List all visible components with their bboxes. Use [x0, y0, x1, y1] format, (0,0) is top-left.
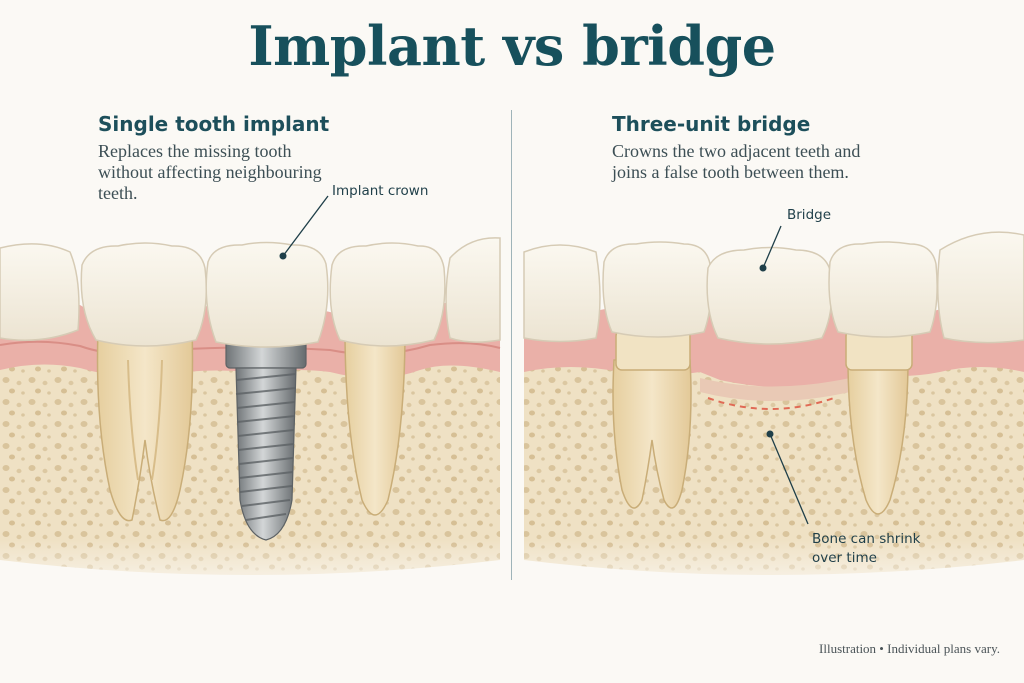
- natural-tooth-2-root: [344, 329, 406, 516]
- bridge-crown-left: [602, 241, 712, 338]
- bridge-crown-right: [828, 241, 938, 338]
- footer-note: Illustration • Individual plans vary.: [819, 641, 1000, 656]
- natural-tooth-1-crown: [80, 242, 208, 347]
- implant-panel-art: [0, 195, 505, 600]
- implant-crown: [205, 241, 329, 348]
- panel-divider: [511, 110, 512, 580]
- implant-description: Replaces the missing tooth without affec…: [98, 141, 322, 203]
- tooth-left-edge: [0, 243, 80, 341]
- implant-crown-label: Implant crown: [332, 183, 429, 199]
- bone-shrink-line: [707, 397, 835, 410]
- bridge-heading: Three-unit bridge: [612, 112, 811, 136]
- natural-tooth-1-root: [96, 329, 194, 522]
- abutment-tooth-1-root: [612, 359, 692, 509]
- bridge-description: Crowns the two adjacent teeth and joins …: [612, 141, 861, 182]
- tooth-right-edge: [937, 231, 1024, 344]
- bridge-panel-art: [520, 225, 1024, 600]
- abutment-tooth-2-root: [847, 359, 909, 515]
- page-title: Implant vs bridge: [248, 14, 776, 78]
- natural-tooth-2-crown: [329, 242, 446, 347]
- tooth-left-edge-right-panel: [523, 244, 601, 343]
- bone-recess: [700, 378, 850, 401]
- tooth-right-edge-left-panel: [445, 237, 501, 343]
- implant-heading: Single tooth implant: [98, 112, 330, 136]
- bone-shrink-label: Bone can shrink over time: [812, 531, 921, 566]
- bridge-label: Bridge: [787, 207, 832, 223]
- bridge-pontic: [706, 246, 833, 345]
